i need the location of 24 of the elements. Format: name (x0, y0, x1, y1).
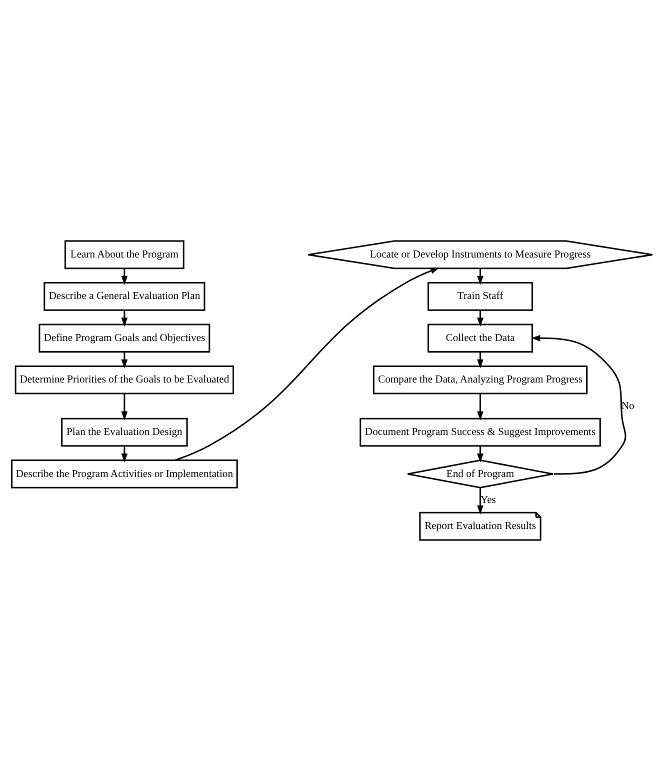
node-box: Collect the Data (428, 324, 533, 353)
node-box: Define Program Goals and Objectives (38, 324, 210, 353)
node-box: Plan the Evaluation Design (61, 418, 188, 447)
node-box: Determine Priorities of the Goals to be Evaluated (14, 365, 234, 394)
arrow (477, 352, 484, 368)
arrow (531, 334, 626, 475)
node-box: Train Staff (428, 282, 533, 311)
node-diamond: End of Program (406, 460, 554, 488)
arrow (121, 446, 128, 463)
arrow (477, 488, 484, 515)
arrow (121, 352, 128, 368)
node-box: Compare the Data, Analyzing Program Progress (372, 365, 588, 394)
node-box: Learn About the Program (64, 240, 184, 270)
arrow (121, 394, 128, 421)
edge-label: Yes (480, 494, 496, 506)
node-box: Document Program Success & Suggest Improvements (360, 418, 601, 447)
arrow (121, 310, 128, 327)
arrow (477, 310, 484, 327)
arrow (477, 394, 484, 421)
arrow (477, 268, 484, 286)
node-box: Describe a General Evaluation Plan (44, 282, 206, 311)
arrow (477, 446, 484, 463)
node-box: Describe the Program Activities or Implementation (11, 460, 238, 488)
arrow (121, 268, 128, 286)
